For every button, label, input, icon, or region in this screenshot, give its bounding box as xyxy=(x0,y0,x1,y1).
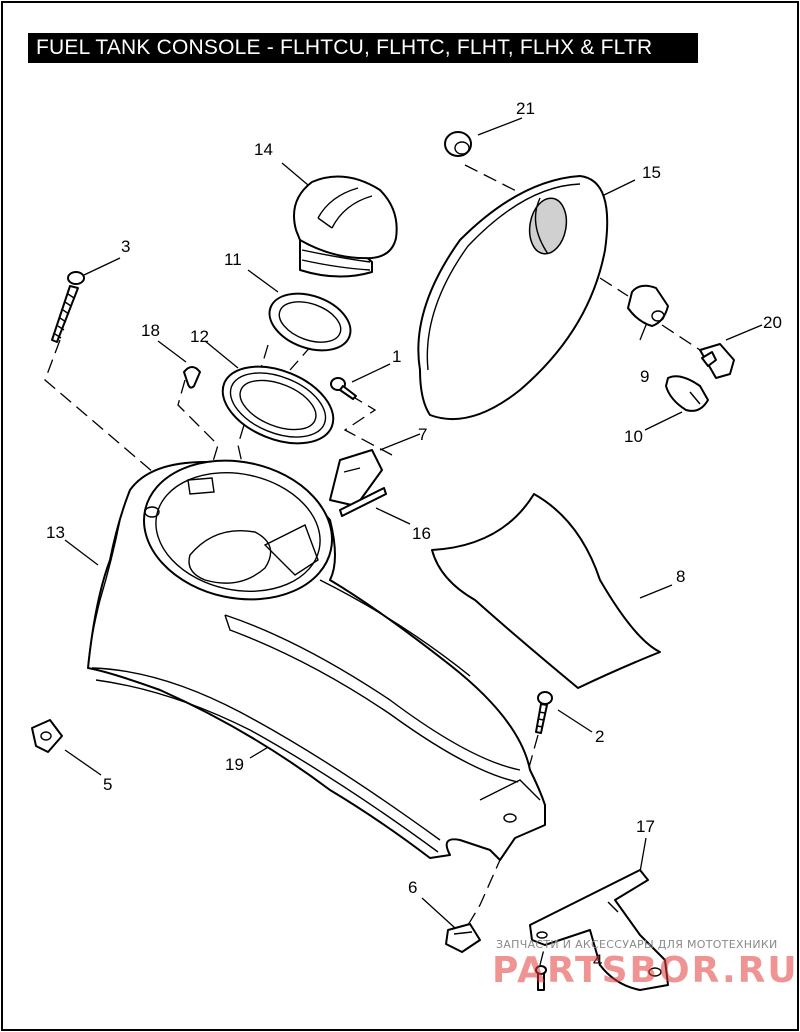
callout-21: 21 xyxy=(516,99,535,118)
part-1-screw xyxy=(330,377,357,400)
part-18-push-pin xyxy=(183,366,201,389)
watermark: ЗАПЧАСТИ И АКСЕССУАРЫ ДЛЯ МОТОТЕХНИКИ PA… xyxy=(492,938,799,991)
part-21-grommet xyxy=(444,131,472,157)
part-4-screw xyxy=(535,965,547,991)
watermark-logo: PARTSBOR.RU xyxy=(492,950,799,991)
callout-labels: 21 14 15 3 11 20 18 12 1 9 7 10 16 13 8 … xyxy=(46,99,782,970)
callout-10: 10 xyxy=(624,427,643,446)
callout-13: 13 xyxy=(46,523,65,542)
watermark-caption: ЗАПЧАСТИ И АКСЕССУАРЫ ДЛЯ МОТОТЕХНИКИ xyxy=(496,938,778,951)
callout-7: 7 xyxy=(418,425,427,444)
part-6-clip xyxy=(445,923,481,953)
callout-3: 3 xyxy=(121,237,130,256)
callout-14: 14 xyxy=(254,140,273,159)
callout-19: 19 xyxy=(225,755,244,774)
callout-11: 11 xyxy=(224,250,242,269)
part-17-bracket xyxy=(529,869,669,991)
part-20-key xyxy=(699,343,735,379)
callout-12: 12 xyxy=(190,327,209,346)
part-2-screw xyxy=(535,691,553,734)
callout-8: 8 xyxy=(676,567,685,586)
part-11-o-ring xyxy=(268,292,352,352)
page-title: FUEL TANK CONSOLE - FLHTCU, FLHTC, FLHT,… xyxy=(28,33,698,63)
part-9-bushing xyxy=(627,284,669,327)
callout-18: 18 xyxy=(141,321,160,340)
part-3-screw xyxy=(51,271,85,343)
console-icon xyxy=(87,459,546,861)
callout-2: 2 xyxy=(595,727,604,746)
part-8-console-pad xyxy=(431,493,661,689)
callout-20: 20 xyxy=(763,313,782,332)
part-10-lock-cover xyxy=(665,375,709,412)
part-7-hinge-plate xyxy=(329,449,383,507)
part-12-gasket xyxy=(221,365,335,445)
callout-16: 16 xyxy=(412,524,431,543)
callout-6: 6 xyxy=(408,878,417,897)
part-5-clip-nut xyxy=(31,719,63,753)
callout-4: 4 xyxy=(593,951,602,970)
callout-17: 17 xyxy=(636,817,655,836)
fuel-door-icon xyxy=(417,175,609,421)
callout-5: 5 xyxy=(103,775,112,794)
callout-15: 15 xyxy=(642,163,661,182)
fuel-cap-icon xyxy=(293,175,398,278)
callout-1: 1 xyxy=(392,347,401,366)
part-16-hinge-pin xyxy=(339,487,387,517)
callout-9: 9 xyxy=(640,367,649,386)
